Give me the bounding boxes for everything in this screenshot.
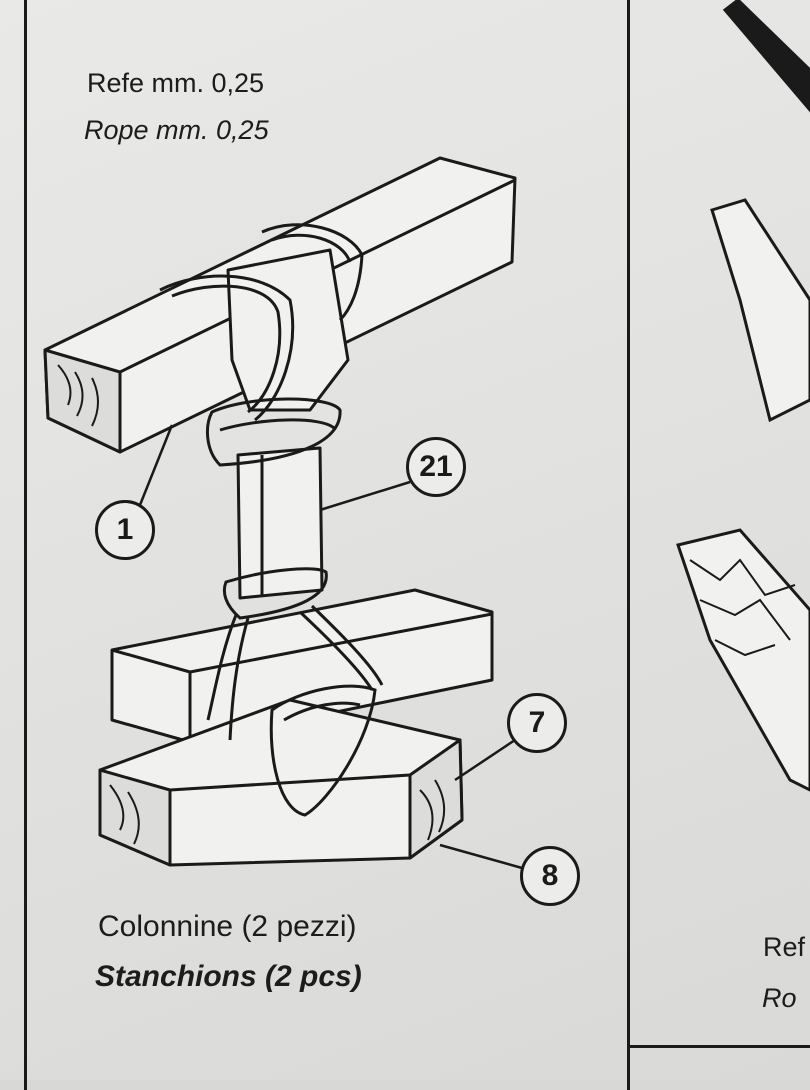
right-panel-text-italian: Ref	[763, 932, 806, 962]
rope-spec-english: Rope mm. 0,25	[84, 115, 269, 145]
callout-number: 21	[419, 450, 453, 483]
callout-part-7: 7	[507, 693, 567, 753]
callout-part-1: 1	[95, 500, 155, 560]
caption-english: Stanchions (2 pcs)	[95, 960, 362, 993]
callout-part-8: 8	[520, 846, 580, 906]
callout-number: 1	[116, 513, 134, 546]
callout-number: 8	[541, 859, 559, 892]
right-panel-text-english: Ro	[762, 983, 797, 1013]
callout-leaders	[138, 424, 523, 870]
callout-number: 7	[528, 706, 546, 739]
rope-lashings	[159, 223, 384, 817]
panel-divider	[630, 1045, 810, 1048]
caption-italian: Colonnine (2 pezzi)	[98, 910, 357, 943]
lower-cross-beams	[98, 588, 494, 867]
rope-spec-italian: Refe mm. 0,25	[87, 68, 265, 98]
adjacent-part-drawings	[676, 0, 810, 792]
callout-part-21: 21	[406, 437, 466, 497]
stanchion-panel-frame	[24, 0, 630, 1090]
